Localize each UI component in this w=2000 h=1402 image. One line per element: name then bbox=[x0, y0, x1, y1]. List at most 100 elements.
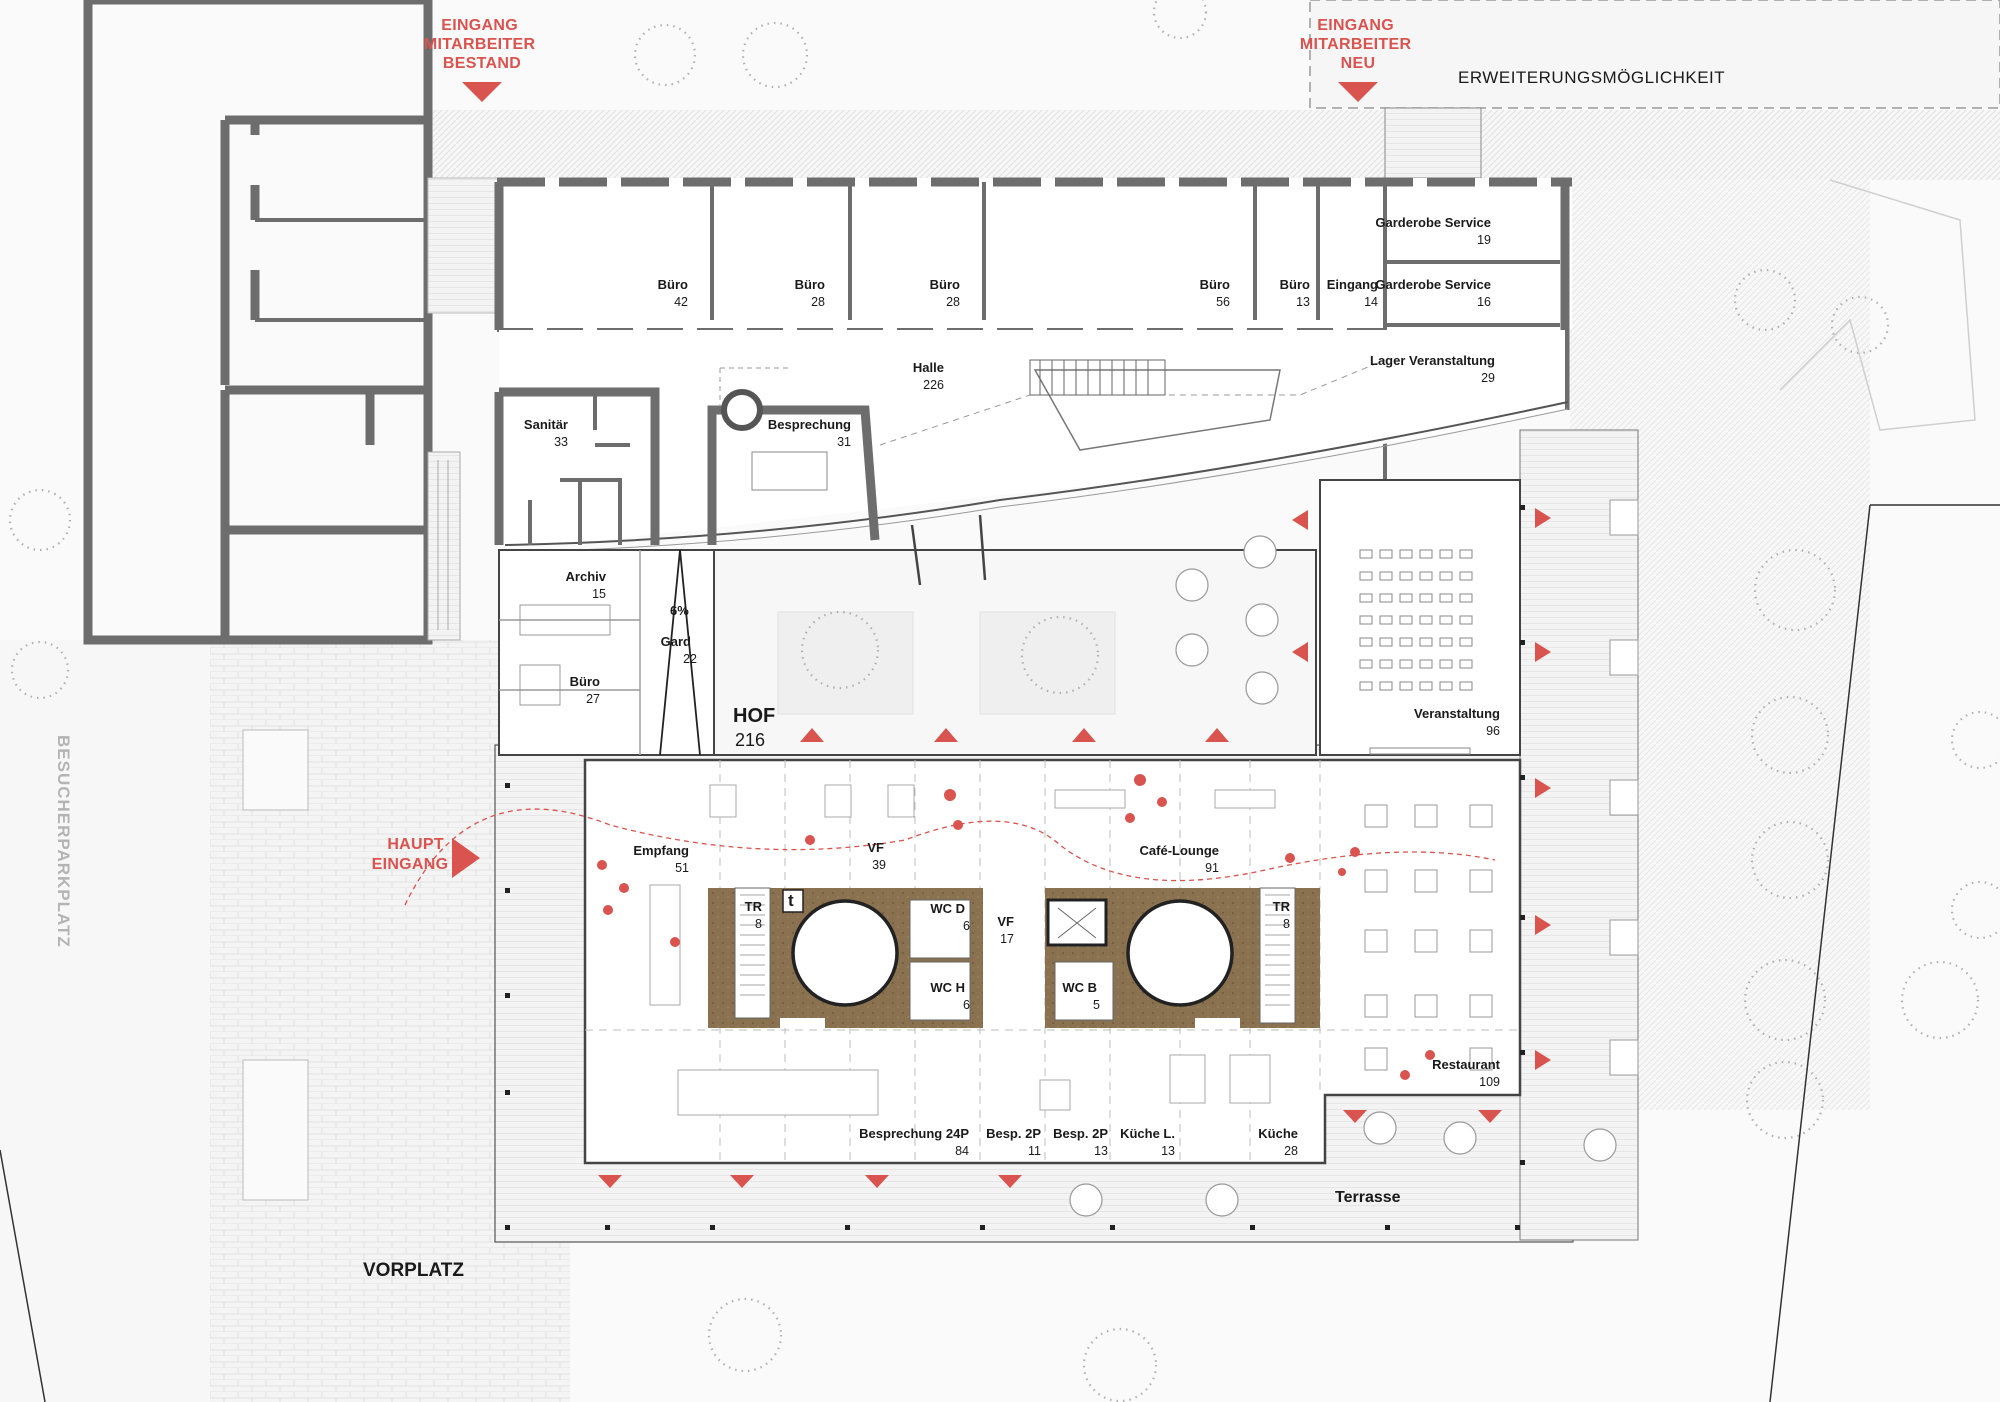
room-label: Büro bbox=[1200, 277, 1230, 292]
office-wing bbox=[494, 177, 1572, 560]
lounge-furniture bbox=[649, 784, 1276, 1116]
room-label: Café-Lounge bbox=[1140, 843, 1219, 858]
room-area: 28 bbox=[946, 295, 960, 309]
room-label: Garderobe Service bbox=[1375, 277, 1491, 292]
core-west bbox=[708, 887, 983, 1028]
covered-walkway bbox=[427, 177, 499, 314]
room-area: 27 bbox=[586, 692, 600, 706]
hall-stair bbox=[1029, 359, 1166, 396]
room-label: VF bbox=[867, 840, 884, 855]
room-area: 8 bbox=[1283, 917, 1290, 931]
room-label: Restaurant bbox=[1432, 1057, 1501, 1072]
room-label: Garderobe Service bbox=[1375, 215, 1491, 230]
archive-block bbox=[498, 549, 715, 756]
room-label: Veranstaltung bbox=[1414, 706, 1500, 721]
planter-boxes bbox=[242, 729, 309, 1201]
courtyard-area: 216 bbox=[735, 730, 765, 750]
entrance-staff-existing-label: EINGANG MITARBEITER BESTAND bbox=[424, 17, 540, 72]
room-area: 39 bbox=[872, 858, 886, 872]
room-area: 96 bbox=[1486, 724, 1500, 738]
forecourt-label: VORPLATZ bbox=[363, 1260, 464, 1281]
site-boundary bbox=[0, 504, 2000, 1402]
meeting-room-31 bbox=[707, 389, 880, 545]
east-deck bbox=[1519, 429, 1639, 1241]
hall-curved-facade bbox=[504, 401, 1569, 546]
round-tables bbox=[1069, 535, 1617, 1217]
room-area: 51 bbox=[675, 861, 689, 875]
core-east bbox=[1045, 887, 1320, 1028]
room-label: Eingang bbox=[1327, 277, 1378, 292]
room-label: TR bbox=[745, 899, 763, 914]
people-marks bbox=[597, 774, 1435, 1080]
main-entrance-label: HAUPT EINGANG bbox=[372, 836, 449, 873]
entrance-arrow-new bbox=[1338, 82, 1378, 102]
visitor-parking-label: BESUCHERPARKPLATZ bbox=[54, 735, 73, 948]
room-area: 5 bbox=[1093, 998, 1100, 1012]
room-area: 14 bbox=[1364, 295, 1378, 309]
room-label: WC H bbox=[930, 980, 965, 995]
courtyard-name: HOF bbox=[733, 705, 775, 727]
room-label: Besprechung bbox=[768, 417, 851, 432]
courtyard-bridge bbox=[910, 514, 987, 586]
room-label: VF bbox=[997, 914, 1014, 929]
room-label: Sanitär bbox=[524, 417, 568, 432]
landscape-curves bbox=[1779, 179, 1976, 431]
trees bbox=[8, 0, 2000, 1402]
ramp-slope: 6% bbox=[670, 603, 689, 618]
arrow-markers bbox=[452, 82, 1551, 1188]
room-label: WC B bbox=[1062, 980, 1097, 995]
hall-floor bbox=[499, 330, 1565, 545]
room-label: Lager Veranstaltung bbox=[1370, 353, 1495, 368]
room-label: Büro bbox=[658, 277, 688, 292]
room-label: Büro bbox=[570, 674, 600, 689]
room-label: Küche bbox=[1258, 1126, 1298, 1141]
room-label: TR bbox=[1273, 899, 1291, 914]
event-seating bbox=[1359, 549, 1473, 755]
extension-zone bbox=[1309, 0, 2000, 109]
circulation-path bbox=[404, 808, 1496, 906]
room-label: Besprechung 24P bbox=[859, 1126, 969, 1141]
column-dots bbox=[505, 505, 1525, 1230]
room-area: 28 bbox=[811, 295, 825, 309]
room-label: Besp. 2P bbox=[986, 1126, 1041, 1141]
gard-ramp bbox=[659, 549, 701, 756]
parking-strip bbox=[0, 640, 210, 1402]
room-area: 29 bbox=[1481, 371, 1495, 385]
room-label: Archiv bbox=[566, 569, 607, 584]
hall-curved-facade-inner bbox=[504, 408, 1569, 553]
room-label: WC D bbox=[930, 901, 965, 916]
existing-building bbox=[83, 0, 433, 645]
room-area: 15 bbox=[592, 587, 606, 601]
main-entrance-arrow bbox=[452, 838, 480, 878]
room-label: Büro bbox=[795, 277, 825, 292]
room-label: Büro bbox=[930, 277, 960, 292]
east-stair bbox=[1384, 107, 1482, 179]
hall-counter bbox=[1033, 369, 1281, 451]
sanitary-block bbox=[494, 387, 660, 545]
entrance-arrow-existing bbox=[462, 82, 502, 102]
room-label: Büro bbox=[1280, 277, 1310, 292]
room-area: 226 bbox=[923, 378, 944, 392]
room-area: 19 bbox=[1477, 233, 1491, 247]
room-area: 33 bbox=[554, 435, 568, 449]
room-area: 31 bbox=[837, 435, 851, 449]
room-area: 56 bbox=[1216, 295, 1230, 309]
room-area: 6 bbox=[963, 919, 970, 933]
room-label: Empfang bbox=[633, 843, 689, 858]
room-area: 84 bbox=[955, 1144, 969, 1158]
room-area: 8 bbox=[755, 917, 762, 931]
room-area: 109 bbox=[1479, 1075, 1500, 1089]
room-area: 11 bbox=[1028, 1144, 1041, 1158]
room-label: Halle bbox=[913, 360, 944, 375]
extension-label: ERWEITERUNGSMÖGLICHKEIT bbox=[1458, 68, 1725, 87]
terrace-label: Terrasse bbox=[1335, 1189, 1401, 1206]
room-area: 16 bbox=[1477, 295, 1491, 309]
room-area: 13 bbox=[1296, 295, 1310, 309]
entrance-staff-new-label: EINGANG MITARBEITER NEU bbox=[1300, 17, 1416, 72]
room-label: Besp. 2P bbox=[1053, 1126, 1108, 1141]
room-area: 17 bbox=[1000, 932, 1014, 946]
room-area: 13 bbox=[1161, 1144, 1175, 1158]
room-area: 91 bbox=[1205, 861, 1219, 875]
